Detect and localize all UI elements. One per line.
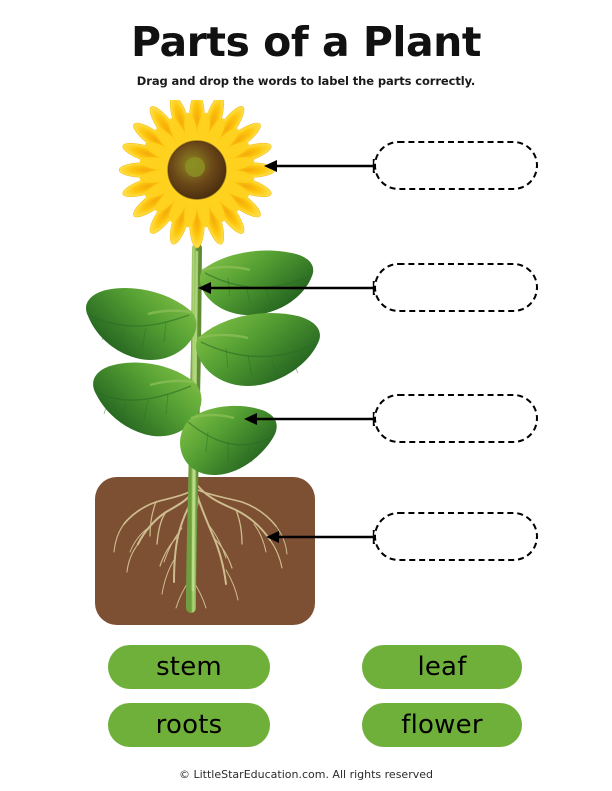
word-pill-flower[interactable]: flower [362, 703, 522, 747]
roots-group [113, 483, 288, 612]
word-pill-leaf[interactable]: leaf [362, 645, 522, 689]
copyright-footer: © LittleStarEducation.com. All rights re… [179, 768, 433, 781]
word-pill-stem[interactable]: stem [108, 645, 270, 689]
plant-illustration [78, 100, 340, 632]
page-instructions: Drag and drop the words to label the par… [136, 74, 476, 88]
answer-box-roots[interactable] [374, 512, 538, 561]
answer-box-stem[interactable] [374, 263, 538, 312]
arrow-to-leaf [244, 410, 376, 428]
petals-inner [139, 112, 255, 228]
answer-box-flower[interactable] [374, 141, 538, 190]
arrow-to-stem [198, 279, 376, 297]
leaf-lower-left [93, 362, 202, 437]
leaf-mid-left [86, 288, 197, 360]
leaf-mid-right [196, 312, 320, 386]
arrow-to-roots [266, 528, 376, 546]
soil-block [95, 477, 315, 625]
word-pill-roots[interactable]: roots [108, 703, 270, 747]
leaf-lower-right [180, 405, 277, 476]
answer-box-leaf[interactable] [374, 394, 538, 443]
arrow-to-flower [264, 157, 376, 175]
flower-head [118, 100, 276, 249]
page-title: Parts of a Plant [131, 18, 481, 66]
